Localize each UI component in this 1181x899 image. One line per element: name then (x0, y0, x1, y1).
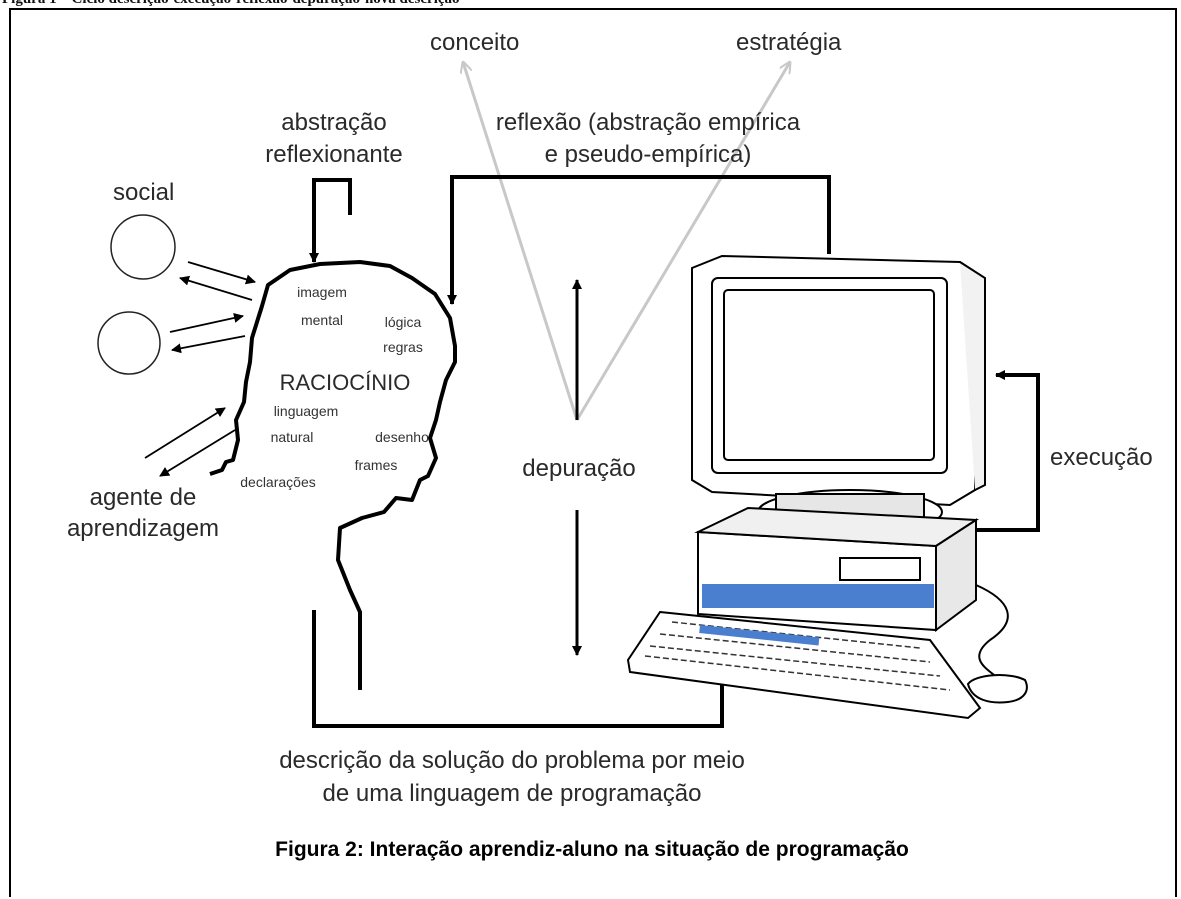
abstraction-arrow (309, 178, 352, 263)
label-depuracao: depuração (522, 455, 635, 482)
word-declaracoes: declarações (240, 474, 316, 490)
word-frames: frames (355, 457, 398, 473)
label-execucao: execução (1050, 444, 1153, 471)
cpu-side (935, 518, 977, 632)
arrow-social2-out (169, 313, 244, 333)
computer-illustration (626, 254, 1028, 720)
keyboard-accent (699, 624, 820, 646)
arrow-agent-out (144, 407, 226, 459)
arrow-social1-in (179, 275, 253, 301)
figure-frame (9, 8, 1177, 897)
word-imagem: imagem (297, 284, 347, 300)
word-natural: natural (271, 429, 314, 445)
keyboard-keys (644, 621, 951, 691)
word-linguagem: linguagem (274, 403, 339, 419)
figure-caption: Figura 2: Interação aprendiz-aluno na si… (275, 838, 909, 861)
label-social: social (113, 179, 174, 206)
social-circle-1 (110, 214, 176, 280)
arrow-social1-out (187, 261, 256, 285)
arrow-to-estrategia (575, 62, 790, 421)
disk-drive (839, 557, 921, 581)
cpu-stripe (702, 584, 934, 608)
execucao-arrow (950, 370, 1040, 532)
label-agente: agente de (90, 484, 197, 511)
monitor-side (959, 261, 986, 491)
label-pseudo-empirica: e pseudo-empírica) (545, 141, 752, 168)
description-arrow (312, 610, 727, 728)
label-reflexao: reflexão (abstração empírica (496, 109, 801, 136)
label-descricao-1: descrição da solução do problema por mei… (279, 747, 745, 774)
monitor-screen (723, 289, 935, 461)
head-words: imagem mental lógica regras RACIOCÍNIO l… (240, 284, 429, 490)
word-desenho: desenho (375, 429, 429, 445)
reflection-arrows (463, 62, 790, 421)
word-mental: mental (301, 312, 343, 328)
header-text: Figura 1 – Ciclo descrição-execução-refl… (2, 0, 460, 8)
header-caption: Figura 1 – Ciclo descrição-execução-refl… (0, 0, 1181, 8)
label-estrategia: estratégia (736, 29, 842, 56)
label-conceito: conceito (430, 29, 519, 56)
label-reflexionante: reflexionante (265, 141, 402, 168)
arrow-to-conceito (463, 62, 579, 421)
mouse-cable (975, 584, 1009, 681)
arrow-social2-in (171, 335, 246, 354)
mouse (966, 674, 1028, 704)
social-circle-2 (97, 311, 161, 375)
word-regras: regras (383, 339, 423, 355)
label-aprendizagem: aprendizagem (67, 515, 219, 542)
head-profile (209, 260, 457, 690)
label-abstracao: abstração (281, 109, 386, 136)
arrow-agent-in (159, 429, 236, 477)
word-logica: lógica (385, 314, 422, 330)
label-descricao-2: de uma linguagem de programação (323, 780, 702, 807)
keyboard (626, 610, 982, 720)
word-raciocinio: RACIOCÍNIO (280, 370, 411, 395)
reflection-feedback-arrow (447, 175, 831, 305)
